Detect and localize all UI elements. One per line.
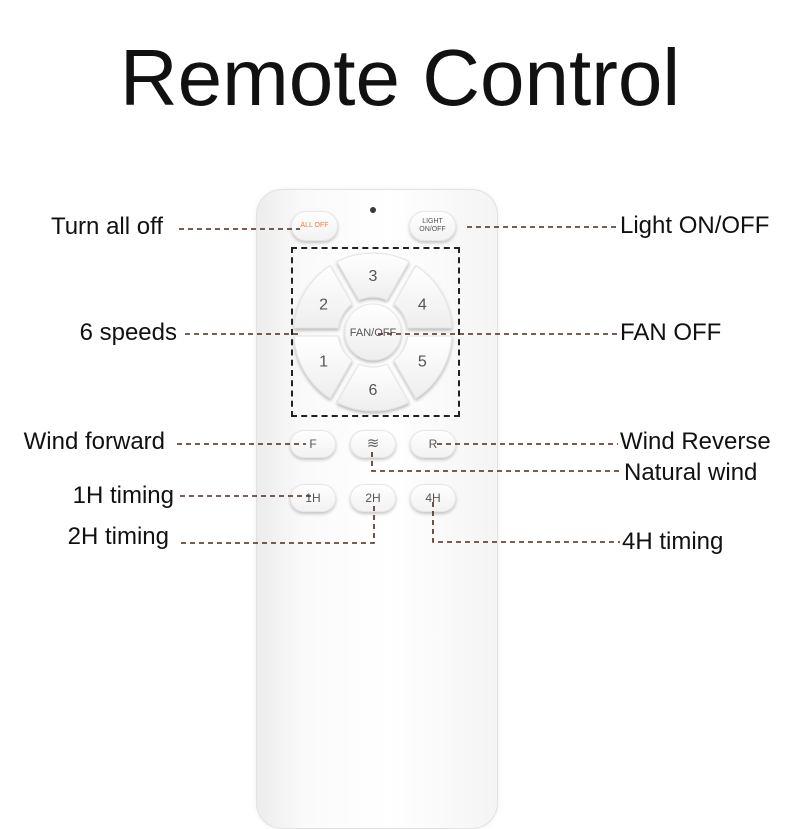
wind-reverse-button[interactable]: R xyxy=(410,430,456,458)
timer-1h-label: 1H xyxy=(305,491,321,505)
callout-timing-1h: 1H timing xyxy=(72,482,174,509)
timer-2h-label: 2H xyxy=(365,491,381,505)
light-label-line2: ON/OFF xyxy=(419,226,446,233)
wave-icon: ≋ xyxy=(366,435,380,452)
page-title: Remote Control xyxy=(119,33,681,122)
wind-forward-button[interactable]: F xyxy=(290,430,336,458)
speed-6-label: 6 xyxy=(369,382,378,399)
callout-wind-reverse: Wind Reverse xyxy=(620,428,771,455)
light-on-off-button[interactable]: LIGHT ON/OFF xyxy=(409,211,456,241)
callout-turn-all-off: Turn all off xyxy=(50,213,163,240)
timer-2h-button[interactable]: 2H xyxy=(350,484,396,512)
wind-forward-label: F xyxy=(309,437,317,451)
callout-fan-off: FAN OFF xyxy=(620,319,722,346)
callout-six-speeds: 6 speeds xyxy=(79,319,177,346)
speed-dial: 1 2 3 4 5 6 FAN/OFF xyxy=(293,252,453,412)
speed-1-button[interactable] xyxy=(293,335,353,399)
natural-wind-button[interactable]: ≋ xyxy=(350,430,396,458)
timer-1h-button[interactable]: 1H xyxy=(290,484,336,512)
fan-off-label: FAN/OFF xyxy=(350,327,397,339)
fan-off-button[interactable] xyxy=(344,303,402,361)
speed-4-label: 4 xyxy=(418,297,427,314)
speed-2-button[interactable] xyxy=(293,265,353,329)
timer-4h-label: 4H xyxy=(425,491,441,505)
speed-5-button[interactable] xyxy=(393,335,453,399)
callout-wind-forward: Wind forward xyxy=(23,428,165,455)
speed-4-button[interactable] xyxy=(393,265,453,329)
callout-natural-wind: Natural wind xyxy=(624,459,758,486)
speed-3-label: 3 xyxy=(369,268,378,285)
all-off-button[interactable]: ALL OFF xyxy=(291,211,338,241)
speed-2-label: 2 xyxy=(319,297,328,314)
wind-reverse-label: R xyxy=(428,437,438,451)
speed-6-button[interactable] xyxy=(336,363,410,412)
speed-5-label: 5 xyxy=(418,354,427,371)
callout-timing-2h: 2H timing xyxy=(67,523,169,550)
light-label-line1: LIGHT xyxy=(422,218,443,225)
timer-4h-button[interactable]: 4H xyxy=(410,484,456,512)
all-off-label: ALL OFF xyxy=(300,222,329,229)
speed-dial-frame xyxy=(291,247,460,417)
callout-light-on-off: Light ON/OFF xyxy=(620,212,770,239)
ir-emitter-dot xyxy=(370,207,376,213)
callout-timing-4h: 4H timing xyxy=(622,528,724,555)
speed-1-label: 1 xyxy=(319,354,328,371)
speed-3-button[interactable] xyxy=(336,252,410,301)
